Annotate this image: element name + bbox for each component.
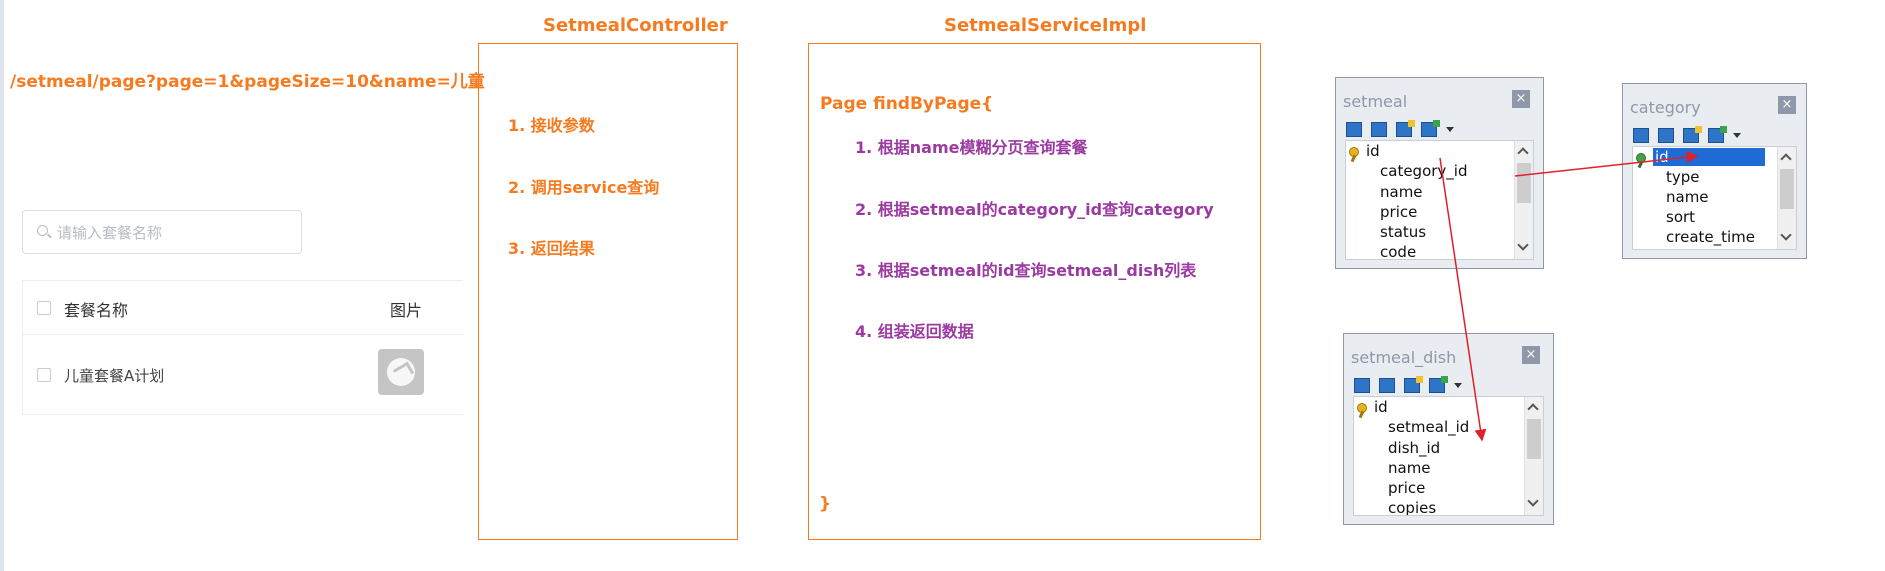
controller-title: SetmealController <box>543 15 728 36</box>
service-title: SetmealServiceImpl <box>944 15 1147 36</box>
scrollbar[interactable] <box>1777 147 1796 249</box>
primary-key-icon <box>1357 403 1367 413</box>
search-icon <box>37 225 48 236</box>
field-price[interactable]: price <box>1380 203 1418 221</box>
controller-step-3: 3. 返回结果 <box>508 239 595 258</box>
toolbar-icon[interactable] <box>1421 120 1440 137</box>
select-all-checkbox[interactable] <box>37 301 51 315</box>
field-sort[interactable]: sort <box>1666 208 1696 226</box>
field-type[interactable]: type <box>1666 168 1700 186</box>
table-title-category: category <box>1630 98 1701 117</box>
table-title-setmeal: setmeal <box>1343 92 1408 111</box>
service-step-1: 1. 根据name模糊分页查询套餐 <box>855 138 1088 157</box>
row-setmeal-name: 儿童套餐A计划 <box>64 367 165 385</box>
setmeal-table: 套餐名称 图片 儿童套餐A计划 <box>22 280 464 415</box>
scrollbar[interactable] <box>1514 141 1533 259</box>
toolbar-icon[interactable] <box>1708 126 1727 143</box>
toolbar-icon[interactable] <box>1633 128 1649 143</box>
field-id[interactable]: id <box>1366 142 1380 160</box>
field-setmeal-id[interactable]: setmeal_id <box>1388 418 1470 436</box>
field-price[interactable]: price <box>1388 479 1426 497</box>
table-toolbar <box>1346 119 1454 139</box>
field-name[interactable]: name <box>1666 188 1709 206</box>
search-input[interactable]: 请输入套餐名称 <box>22 210 302 254</box>
arrow-category-id-to-category <box>1514 151 1699 177</box>
toolbar-icon[interactable] <box>1404 376 1423 393</box>
arrow-setmeal-id-to-setmeal-dish <box>1439 157 1487 442</box>
controller-step-2: 2. 调用service查询 <box>508 178 660 197</box>
field-category-id[interactable]: category_id <box>1380 162 1468 180</box>
field-status[interactable]: status <box>1380 223 1427 241</box>
controller-box: 1. 接收参数 2. 调用service查询 3. 返回结果 <box>478 43 738 540</box>
service-step-3: 3. 根据setmeal的id查询setmeal_dish列表 <box>855 261 1197 280</box>
field-code[interactable]: code <box>1380 243 1417 260</box>
table-toolbar <box>1354 375 1462 395</box>
toolbar-icon[interactable] <box>1396 120 1415 137</box>
toolbar-icon[interactable] <box>1354 378 1370 393</box>
service-step-2: 2. 根据setmeal的category_id查询category <box>855 200 1214 219</box>
search-placeholder: 请输入套餐名称 <box>57 224 163 242</box>
table-window-category: category × id type name sort create_time <box>1622 83 1807 259</box>
chevron-down-icon[interactable] <box>1454 383 1462 388</box>
column-name: 套餐名称 <box>64 301 129 320</box>
service-method-open: Page findByPage{ <box>820 94 994 114</box>
toolbar-icon[interactable] <box>1429 376 1448 393</box>
toolbar-icon[interactable] <box>1346 122 1362 137</box>
toolbar-icon[interactable] <box>1683 126 1702 143</box>
field-copies[interactable]: copies <box>1388 499 1437 516</box>
table-window-setmeal: setmeal × id category_id name price stat… <box>1335 77 1544 269</box>
row-checkbox[interactable] <box>37 368 51 382</box>
close-icon[interactable]: × <box>1778 96 1796 114</box>
field-create-time[interactable]: create_time <box>1666 228 1756 246</box>
field-id[interactable]: id <box>1653 148 1765 166</box>
request-url: /setmeal/page?page=1&pageSize=10&name=儿童 <box>10 72 485 92</box>
close-icon[interactable]: × <box>1522 346 1540 364</box>
left-edge-strip <box>0 0 4 571</box>
service-method-close: } <box>819 494 832 514</box>
scrollbar-thumb[interactable] <box>1780 169 1794 209</box>
table-title-setmeal-dish: setmeal_dish <box>1351 348 1457 367</box>
chevron-down-icon[interactable] <box>1446 127 1454 132</box>
field-dish-id[interactable]: dish_id <box>1388 439 1441 457</box>
column-image: 图片 <box>390 301 423 320</box>
toolbar-icon[interactable] <box>1379 378 1395 393</box>
table-toolbar <box>1633 125 1741 145</box>
table-header: 套餐名称 图片 <box>23 281 464 335</box>
table-window-setmeal-dish: setmeal_dish × id setmeal_id dish_id nam… <box>1343 333 1554 525</box>
field-list-setmeal: id category_id name price status code <box>1345 140 1534 260</box>
controller-step-1: 1. 接收参数 <box>508 116 595 135</box>
primary-key-icon <box>1349 147 1359 157</box>
service-step-4: 4. 组装返回数据 <box>855 322 974 341</box>
field-list-setmeal-dish: id setmeal_id dish_id name price copies <box>1353 396 1544 516</box>
service-box: Page findByPage{ 1. 根据name模糊分页查询套餐 2. 根据… <box>808 43 1261 540</box>
scrollbar-thumb[interactable] <box>1527 419 1541 459</box>
toolbar-icon[interactable] <box>1371 122 1387 137</box>
close-icon[interactable]: × <box>1512 90 1530 108</box>
field-name[interactable]: name <box>1380 183 1423 201</box>
field-id[interactable]: id <box>1374 398 1388 416</box>
toolbar-icon[interactable] <box>1658 128 1674 143</box>
field-name[interactable]: name <box>1388 459 1431 477</box>
field-list-category: id type name sort create_time <box>1632 146 1797 250</box>
scrollbar-thumb[interactable] <box>1517 163 1531 203</box>
chevron-down-icon[interactable] <box>1733 133 1741 138</box>
scrollbar[interactable] <box>1524 397 1543 515</box>
image-placeholder-icon <box>378 349 424 395</box>
